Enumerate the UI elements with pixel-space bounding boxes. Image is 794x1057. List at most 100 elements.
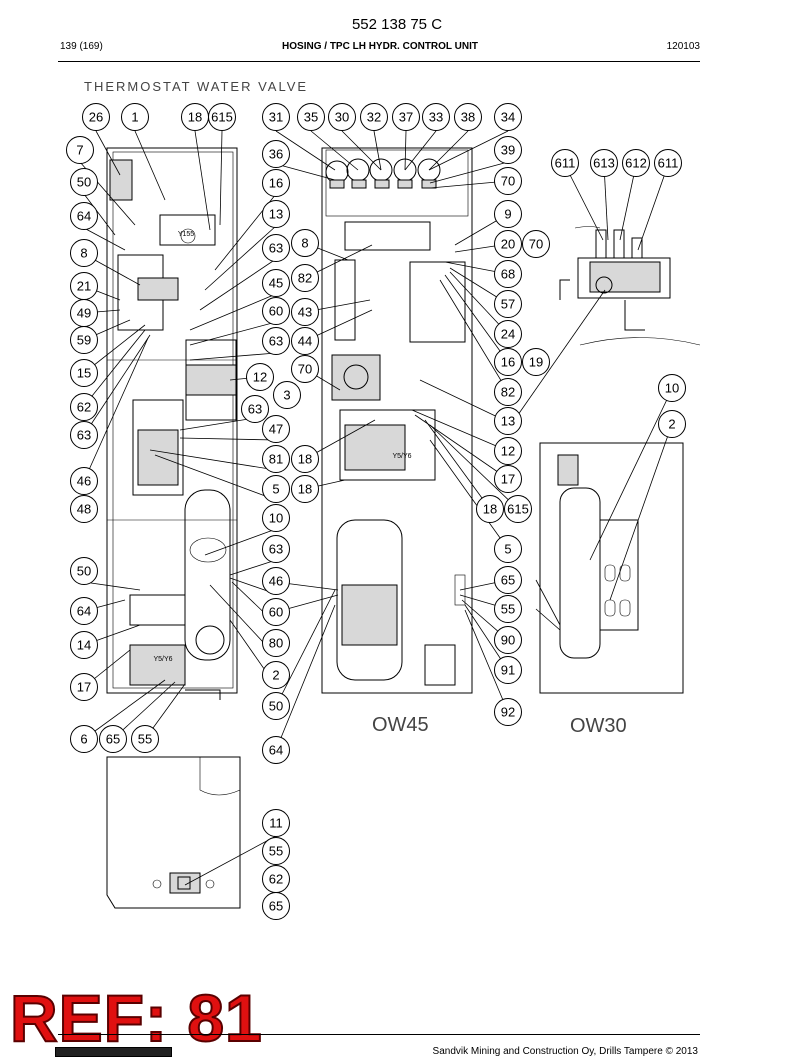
- footer-divider: [58, 1034, 700, 1035]
- svg-text:18: 18: [298, 452, 312, 467]
- svg-text:31: 31: [269, 110, 283, 125]
- svg-text:65: 65: [269, 899, 283, 914]
- callout: 80: [262, 629, 290, 657]
- svg-text:47: 47: [269, 422, 283, 437]
- callout: 44: [291, 327, 319, 355]
- callout: 1: [121, 103, 149, 131]
- svg-text:65: 65: [106, 732, 120, 747]
- callout: 55: [262, 837, 290, 865]
- center-cabinet-assembly: Y5/Y6 OW45: [321, 147, 473, 736]
- svg-text:5: 5: [272, 482, 279, 497]
- svg-text:38: 38: [461, 110, 475, 125]
- svg-text:21: 21: [77, 279, 91, 294]
- callout: 30: [328, 103, 356, 131]
- callout: 611: [654, 149, 682, 177]
- svg-text:46: 46: [77, 474, 91, 489]
- svg-text:8: 8: [301, 236, 308, 251]
- brand-logo: [55, 1047, 172, 1057]
- callout: 16: [262, 169, 290, 197]
- svg-text:615: 615: [211, 110, 233, 125]
- svg-text:1: 1: [131, 110, 138, 125]
- svg-text:32: 32: [367, 110, 381, 125]
- callout: 48: [70, 495, 98, 523]
- svg-text:612: 612: [625, 156, 647, 171]
- callout: 63: [262, 535, 290, 563]
- callout: 13: [494, 407, 522, 435]
- view-label: OW45: [372, 714, 429, 736]
- svg-text:35: 35: [304, 110, 318, 125]
- callout: 8: [291, 229, 319, 257]
- svg-text:8: 8: [80, 246, 87, 261]
- callout: 10: [262, 504, 290, 532]
- callout: 2: [658, 410, 686, 438]
- svg-text:70: 70: [529, 237, 543, 252]
- left-panel-assembly: Y155 Y5/Y6: [106, 147, 238, 700]
- callout: 38: [454, 103, 482, 131]
- callout: 3: [273, 381, 301, 409]
- svg-text:37: 37: [399, 110, 413, 125]
- callout: 17: [70, 673, 98, 701]
- callout: 60: [262, 297, 290, 325]
- callout: 55: [131, 725, 159, 753]
- svg-text:11: 11: [269, 816, 283, 831]
- svg-text:33: 33: [429, 110, 443, 125]
- callout: 21: [70, 272, 98, 300]
- svg-text:12: 12: [253, 370, 267, 385]
- callout: 9: [494, 200, 522, 228]
- callout: 92: [494, 698, 522, 726]
- svg-text:46: 46: [269, 574, 283, 589]
- svg-text:63: 63: [269, 542, 283, 557]
- callout-group: 26 1 18 615 31 35 30 32 37 33 38 34 7 36…: [66, 103, 686, 920]
- svg-text:10: 10: [269, 511, 283, 526]
- callout: 63: [262, 327, 290, 355]
- callout: 18: [291, 475, 319, 503]
- view-label: OW30: [570, 715, 627, 737]
- callout: 20: [494, 230, 522, 258]
- svg-text:82: 82: [298, 271, 312, 286]
- callout: 612: [622, 149, 650, 177]
- svg-text:16: 16: [269, 176, 283, 191]
- svg-text:5: 5: [504, 542, 511, 557]
- callout: 33: [422, 103, 450, 131]
- svg-text:34: 34: [501, 110, 515, 125]
- svg-text:10: 10: [665, 381, 679, 396]
- svg-text:43: 43: [298, 305, 312, 320]
- document-number: 552 138 75 C: [351, 16, 443, 33]
- callout: 64: [70, 597, 98, 625]
- svg-text:50: 50: [77, 175, 91, 190]
- callout: 63: [70, 421, 98, 449]
- callout: 59: [70, 326, 98, 354]
- callout: 14: [70, 631, 98, 659]
- callout: 36: [262, 140, 290, 168]
- callout: 615: [208, 103, 236, 131]
- callout: 19: [522, 348, 550, 376]
- svg-text:63: 63: [269, 334, 283, 349]
- callout: 47: [262, 415, 290, 443]
- svg-text:44: 44: [298, 334, 312, 349]
- ow30-assembly: OW30: [539, 442, 684, 737]
- svg-text:36: 36: [269, 147, 283, 162]
- svg-text:16: 16: [501, 355, 515, 370]
- callout: 24: [494, 320, 522, 348]
- svg-text:62: 62: [77, 400, 91, 415]
- svg-text:17: 17: [77, 680, 91, 695]
- callout: 31: [262, 103, 290, 131]
- svg-text:64: 64: [269, 743, 283, 758]
- valve-block-detail: [559, 226, 701, 346]
- header-divider: [58, 61, 700, 62]
- callout: 18: [181, 103, 209, 131]
- callout: 615: [504, 495, 532, 523]
- callout: 62: [70, 393, 98, 421]
- callout: 70: [522, 230, 550, 258]
- callout: 16: [494, 348, 522, 376]
- svg-text:92: 92: [501, 705, 515, 720]
- svg-text:91: 91: [501, 663, 515, 678]
- callout: 39: [494, 136, 522, 164]
- callout: 62: [262, 865, 290, 893]
- callout: 50: [262, 692, 290, 720]
- callout: 50: [70, 168, 98, 196]
- svg-text:70: 70: [501, 174, 515, 189]
- svg-text:14: 14: [77, 638, 91, 653]
- svg-text:30: 30: [335, 110, 349, 125]
